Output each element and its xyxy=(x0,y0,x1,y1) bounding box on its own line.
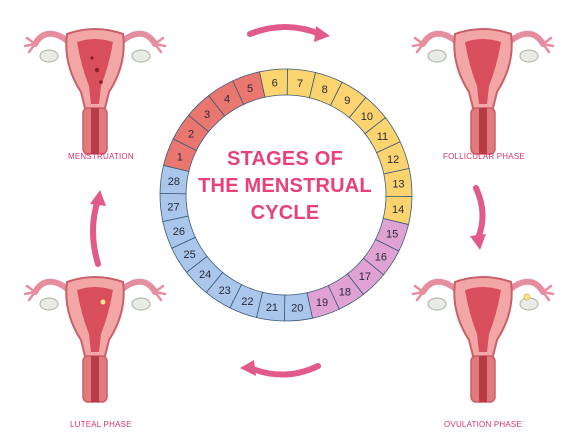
day-label-6: 6 xyxy=(272,78,278,90)
title-line-2: THE MENSTRUAL xyxy=(190,175,380,197)
day-label-21: 21 xyxy=(266,302,278,314)
day-label-1: 1 xyxy=(177,151,183,163)
uterus-icon-ovulation xyxy=(413,277,553,402)
day-label-16: 16 xyxy=(375,251,387,263)
day-label-7: 7 xyxy=(297,78,303,90)
day-label-3: 3 xyxy=(204,109,210,121)
day-label-19: 19 xyxy=(316,297,328,309)
arrow-icon-bottom xyxy=(240,360,318,376)
label-luteal-phase: LUTEAL PHASE xyxy=(70,420,132,429)
day-label-4: 4 xyxy=(224,94,230,106)
egg-icon-luteal xyxy=(101,300,106,305)
day-label-27: 27 xyxy=(167,201,179,213)
title-line-1: STAGES OF xyxy=(190,148,380,170)
day-label-5: 5 xyxy=(247,83,253,95)
uterus-icon-menstruation xyxy=(25,29,165,154)
day-label-2: 2 xyxy=(188,129,194,141)
arrow-icon-left xyxy=(90,190,106,264)
day-label-15: 15 xyxy=(386,229,398,241)
day-label-17: 17 xyxy=(359,271,371,283)
day-label-26: 26 xyxy=(173,226,185,238)
day-label-14: 14 xyxy=(392,204,404,216)
title-line-3: CYCLE xyxy=(190,202,380,224)
day-label-22: 22 xyxy=(241,296,253,308)
uterus-icon-follicular xyxy=(413,29,553,154)
uterus-icon-luteal xyxy=(25,277,165,402)
label-follicular-phase: FOLLICULAR PHASE xyxy=(443,152,525,161)
day-label-18: 18 xyxy=(339,286,351,298)
day-label-12: 12 xyxy=(387,154,399,166)
label-ovulation-phase: OVULATION PHASE xyxy=(444,420,522,429)
egg-icon-ovulation xyxy=(524,294,530,300)
day-label-8: 8 xyxy=(322,84,328,96)
arrow-icon-right xyxy=(470,188,486,250)
label-menstruation: MENSTRUATION xyxy=(68,152,134,161)
day-label-25: 25 xyxy=(183,249,195,261)
day-label-23: 23 xyxy=(219,285,231,297)
day-label-10: 10 xyxy=(361,111,373,123)
day-label-11: 11 xyxy=(377,131,388,143)
day-label-20: 20 xyxy=(291,302,303,314)
day-label-13: 13 xyxy=(392,179,404,191)
day-label-9: 9 xyxy=(344,95,350,107)
arrow-icon-top xyxy=(250,26,330,42)
day-label-24: 24 xyxy=(199,269,211,281)
day-label-28: 28 xyxy=(168,176,180,188)
